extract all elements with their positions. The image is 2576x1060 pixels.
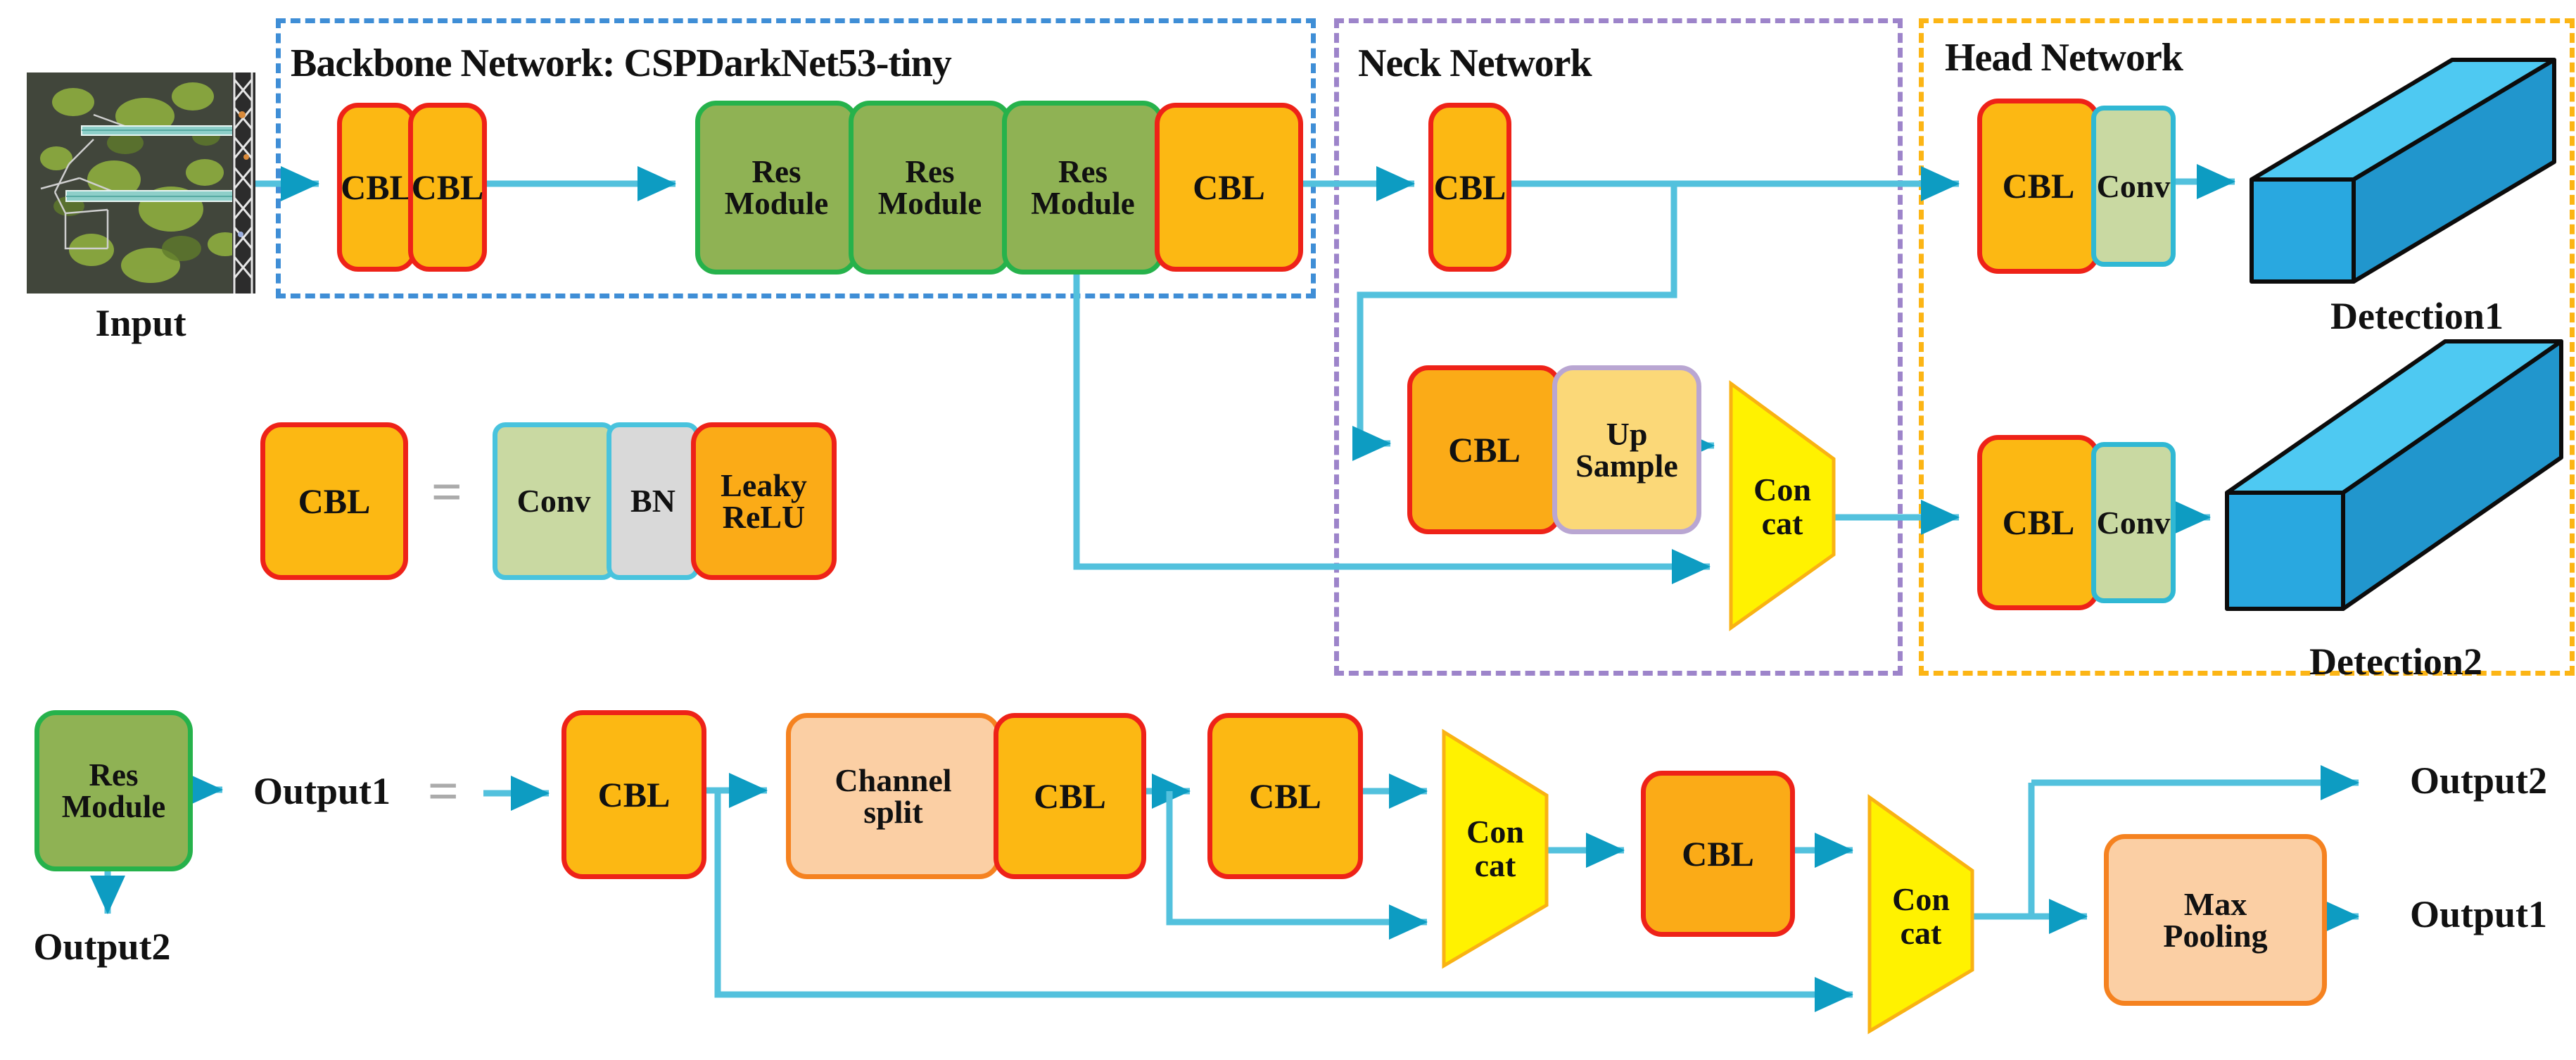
expansion-cbl-3-label: CBL [1249,776,1321,816]
backbone-res-module-2-label: Res Module [877,154,982,221]
arrow-branch-to-neck-cbl-bottom [1352,184,1677,461]
expansion-equals: = [427,760,459,821]
expansion-output1-label: Output1 [253,770,391,812]
tower-lattice [232,72,255,294]
head-cbl-row2: CBL [1977,435,2100,610]
expansion-cbl-4: CBL [1641,771,1795,937]
expansion-max-pooling: Max Pooling [2104,834,2327,1006]
input-label: Input [95,302,186,344]
head-conv-row1: Conv [2091,106,2176,267]
input-image [27,72,255,294]
expansion-concat2-label: Con cat [1892,881,1950,951]
expansion-output2-label: Output2 [33,926,171,968]
detection1-label: Detection1 [2330,295,2504,337]
neck-cbl-bottom-label: CBL [1448,429,1521,469]
expansion-cbl-1-label: CBL [597,774,671,814]
neck-cbl-bottom: CBL [1407,365,1561,534]
backbone-res-module-3-label: Res Module [1031,154,1135,221]
arrow-branch-to-concat1-low [1166,791,1428,940]
neck-title: Neck Network [1358,42,1592,85]
neck-upsample: Up Sample [1552,365,1701,534]
backbone-res-module-1: Res Module [695,101,858,275]
backbone-cbl-3-label: CBL [1193,167,1265,207]
head-title: Head Network [1945,36,2183,80]
neck-group-box [1334,18,1903,676]
backbone-title: Backbone Network: CSPDarkNet53-tiny [291,42,952,85]
head-group-box [1919,18,2575,676]
concat2-shape [1867,794,1974,1035]
legend-leaky-relu: Leaky ReLU [691,422,837,580]
backbone-cbl-2: CBL [408,103,487,272]
detection1-cuboid [2250,58,2556,284]
backbone-res-module-2: Res Module [849,101,1011,275]
arrow-longline-to-concat2-low [714,790,1853,1012]
expansion-cbl-1: CBL [561,710,706,879]
backbone-group-box [276,18,1316,298]
expansion-output1-right-label: Output1 [2409,893,2548,935]
backbone-cbl-3: CBL [1155,103,1303,272]
legend-bn-label: BN [630,483,675,519]
expansion-channel-split: Channel split [786,713,1001,879]
detection2-label: Detection2 [2309,641,2482,683]
neck-concat-label: Con cat [1753,471,1811,541]
legend-cbl: CBL [260,422,408,580]
expansion-concat1-label: Con cat [1466,813,1524,883]
backbone-cbl-1: CBL [337,103,417,272]
expansion-cbl-3: CBL [1207,713,1363,879]
expansion-res-module: Res Module [34,710,193,871]
legend-conv: Conv [493,422,615,580]
expansion-max-pooling-label: Max Pooling [2163,885,2268,954]
head-conv-row2: Conv [2091,442,2176,603]
backbone-res-module-1-label: Res Module [724,154,829,221]
expansion-cbl-4-label: CBL [1682,833,1754,873]
backbone-cbl-1-label: CBL [341,167,413,207]
concat-shapes [1442,380,1974,1035]
expansion-cbl-2-label: CBL [1034,776,1106,816]
conductor-beams [65,125,236,202]
head-cbl-row1-label: CBL [2002,166,2075,206]
detection2-cuboid [2225,339,2563,611]
legend-bn: BN [607,422,699,580]
arrows [90,164,2359,1012]
legend-equals: = [431,461,463,522]
expansion-cbl-2: CBL [994,713,1146,879]
tower-arm-lines [40,113,133,250]
neck-cbl-top: CBL [1428,103,1511,272]
head-conv-row1-label: Conv [2096,168,2171,204]
legend-cbl-label: CBL [298,481,371,521]
head-cbl-row2-label: CBL [2002,503,2075,542]
detection-cuboids [2225,58,2563,611]
legend-leaky-relu-label: Leaky ReLU [721,467,807,535]
neck-upsample-label: Up Sample [1575,415,1678,484]
head-conv-row2-label: Conv [2096,504,2171,541]
expansion-res-module-label: Res Module [61,757,166,824]
neck-concat-shape [1729,380,1836,631]
expansion-output2-right-label: Output2 [2409,759,2548,802]
expansion-channel-split-label: Channel split [835,762,952,830]
backbone-cbl-2-label: CBL [411,167,484,207]
backbone-res-module-3: Res Module [1002,101,1164,275]
legend-conv-label: Conv [516,483,591,519]
head-cbl-row1: CBL [1977,99,2100,274]
concat1-shape [1442,728,1549,969]
arrow-res3-to-neck-concat [1073,265,1711,584]
neck-cbl-top-label: CBL [1433,167,1506,207]
